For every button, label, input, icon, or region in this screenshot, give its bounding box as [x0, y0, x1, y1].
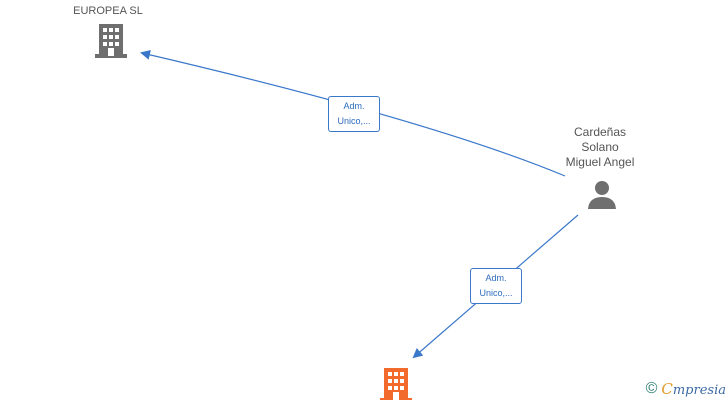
- relation-role-detail: Unico,...: [337, 116, 371, 126]
- brand-watermark: © Cmpresia: [646, 380, 726, 398]
- relation-label-company-bottom[interactable]: Adm. Unico,...: [470, 268, 522, 304]
- building-icon[interactable]: [94, 22, 128, 63]
- person-label: Cardeñas Solano Miguel Angel: [540, 125, 660, 170]
- relation-role: Adm.: [485, 273, 507, 283]
- edge-person-to-europea: [140, 49, 566, 177]
- person-label-line-3: Miguel Angel: [565, 155, 635, 169]
- copyright-icon: ©: [645, 380, 658, 397]
- brand-logo-initial: C: [661, 380, 673, 398]
- person-label-line-1: Cardeñas: [573, 125, 627, 139]
- relation-role: Adm.: [343, 101, 365, 111]
- company-top-label: EUROPEA SL: [73, 5, 143, 17]
- building-icon[interactable]: [379, 366, 413, 400]
- person-label-line-2: Solano: [581, 140, 619, 154]
- brand-logo: Cmpresia: [661, 380, 726, 398]
- person-icon[interactable]: [586, 178, 618, 215]
- relation-label-europea[interactable]: Adm. Unico,...: [328, 96, 380, 132]
- relation-role-detail: Unico,...: [479, 288, 513, 298]
- brand-logo-rest: mpresia: [672, 383, 726, 398]
